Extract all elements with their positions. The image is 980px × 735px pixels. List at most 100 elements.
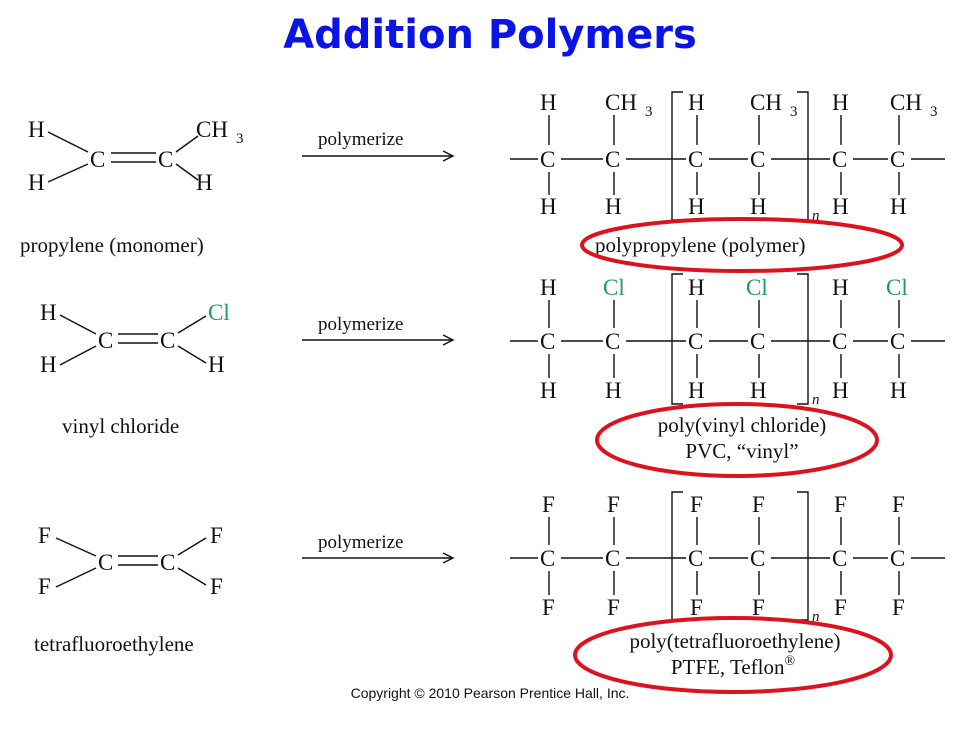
- repeat-bracket-left: [671, 491, 683, 621]
- atom-f: F: [752, 492, 765, 517]
- row-propylene: H H C C CH 3 H propylene (monomer) polym…: [20, 90, 945, 273]
- polymerize-arrow: polymerize: [302, 314, 455, 346]
- atom-f: F: [210, 523, 223, 548]
- vinyl-chloride-monomer-structure: H H C C Cl H vinyl chloride: [40, 300, 230, 438]
- atom-f: F: [834, 595, 847, 620]
- repeat-subscript-n: n: [812, 392, 820, 408]
- atom-h: H: [890, 194, 907, 219]
- atom-c: C: [750, 546, 765, 571]
- atom-c: C: [540, 147, 555, 172]
- polymer-name-ptfe: poly(tetrafluoroethylene): [629, 629, 840, 653]
- atom-c: C: [90, 147, 105, 172]
- monomer-name-tetrafluoroethylene: tetrafluoroethylene: [34, 632, 194, 656]
- atom-c: C: [688, 546, 703, 571]
- atom-f: F: [542, 595, 555, 620]
- arrow-label: polymerize: [318, 129, 403, 150]
- subscript-3: 3: [645, 104, 653, 120]
- atom-f: F: [607, 492, 620, 517]
- atom-f: F: [892, 595, 905, 620]
- propylene-monomer-structure: H H C C CH 3 H propylene (monomer): [20, 117, 244, 257]
- atom-c: C: [890, 546, 905, 571]
- highlight-ring: [580, 217, 904, 273]
- polymer-name-pvc: poly(vinyl chloride): [658, 413, 827, 437]
- highlight-ring: [595, 402, 879, 478]
- polypropylene-structure: H CH 3 H CH 3 H CH 3 C C C C C C H H H H…: [510, 90, 945, 273]
- atom-h: H: [28, 117, 45, 142]
- atom-f: F: [892, 492, 905, 517]
- atom-c: C: [832, 546, 847, 571]
- polymer-common-name-pvc: PVC, “vinyl”: [685, 439, 798, 463]
- atom-cl: Cl: [208, 300, 230, 325]
- atom-c: C: [605, 329, 620, 354]
- atom-cl: Cl: [746, 275, 768, 300]
- atom-c: C: [160, 550, 175, 575]
- atom-h: H: [40, 300, 57, 325]
- atom-h: H: [688, 275, 705, 300]
- atom-h: H: [832, 378, 849, 403]
- atom-h: H: [832, 194, 849, 219]
- repeat-bracket-right: [797, 273, 809, 405]
- monomer-name-propylene: propylene (monomer): [20, 233, 204, 257]
- atom-h: H: [540, 378, 557, 403]
- atom-h: H: [540, 194, 557, 219]
- atom-c: C: [832, 147, 847, 172]
- atom-h: H: [750, 378, 767, 403]
- atom-h: H: [40, 352, 57, 377]
- atom-h: H: [208, 352, 225, 377]
- subscript-3: 3: [930, 104, 938, 120]
- polymer-name-polypropylene: polypropylene (polymer): [595, 233, 806, 257]
- row-tetrafluoroethylene: F F C C F F tetrafluoroethylene polymeri…: [34, 491, 945, 694]
- atom-c: C: [605, 147, 620, 172]
- atom-h: H: [832, 275, 849, 300]
- atom-ch3: CH: [605, 90, 637, 115]
- atom-f: F: [607, 595, 620, 620]
- ptfe-common-name-text: PTFE, Teflon: [671, 655, 785, 679]
- repeat-bracket-right: [797, 491, 809, 621]
- atom-h: H: [750, 194, 767, 219]
- atom-f: F: [690, 492, 703, 517]
- subscript-3: 3: [790, 104, 798, 120]
- atom-h: H: [605, 378, 622, 403]
- atom-f: F: [38, 523, 51, 548]
- atom-c: C: [688, 329, 703, 354]
- atom-ch3: CH: [196, 117, 228, 142]
- atom-cl: Cl: [886, 275, 908, 300]
- atom-ch3: CH: [750, 90, 782, 115]
- repeat-subscript-n: n: [812, 609, 820, 625]
- atom-h: H: [540, 90, 557, 115]
- atom-c: C: [160, 328, 175, 353]
- atom-c: C: [98, 328, 113, 353]
- arrow-label: polymerize: [318, 314, 403, 335]
- atom-c: C: [540, 546, 555, 571]
- atom-h: H: [832, 90, 849, 115]
- atom-f: F: [38, 574, 51, 599]
- atom-f: F: [542, 492, 555, 517]
- registered-mark: ®: [785, 654, 796, 669]
- highlight-ring: [573, 616, 893, 694]
- atom-c: C: [890, 329, 905, 354]
- atom-c: C: [688, 147, 703, 172]
- atom-h: H: [688, 378, 705, 403]
- monomer-name-vinyl-chloride: vinyl chloride: [62, 414, 179, 438]
- atom-f: F: [690, 595, 703, 620]
- atom-f: F: [752, 595, 765, 620]
- atom-h: H: [688, 90, 705, 115]
- atom-h: H: [540, 275, 557, 300]
- tetrafluoroethylene-monomer-structure: F F C C F F tetrafluoroethylene: [34, 523, 223, 656]
- atom-c: C: [750, 329, 765, 354]
- atom-cl: Cl: [603, 275, 625, 300]
- atom-h: H: [196, 170, 213, 195]
- atom-c: C: [158, 147, 173, 172]
- pvc-structure: H Cl H Cl H Cl C C C C C C H H H H H H n: [510, 273, 945, 478]
- atom-h: H: [688, 194, 705, 219]
- atom-c: C: [98, 550, 113, 575]
- atom-c: C: [750, 147, 765, 172]
- atom-c: C: [832, 329, 847, 354]
- atom-h: H: [605, 194, 622, 219]
- polymer-common-name-ptfe: PTFE, Teflon®: [671, 654, 796, 679]
- polymerize-arrow: polymerize: [302, 129, 455, 162]
- repeat-subscript-n: n: [812, 208, 820, 224]
- slide-title: Addition Polymers: [283, 12, 697, 58]
- atom-f: F: [834, 492, 847, 517]
